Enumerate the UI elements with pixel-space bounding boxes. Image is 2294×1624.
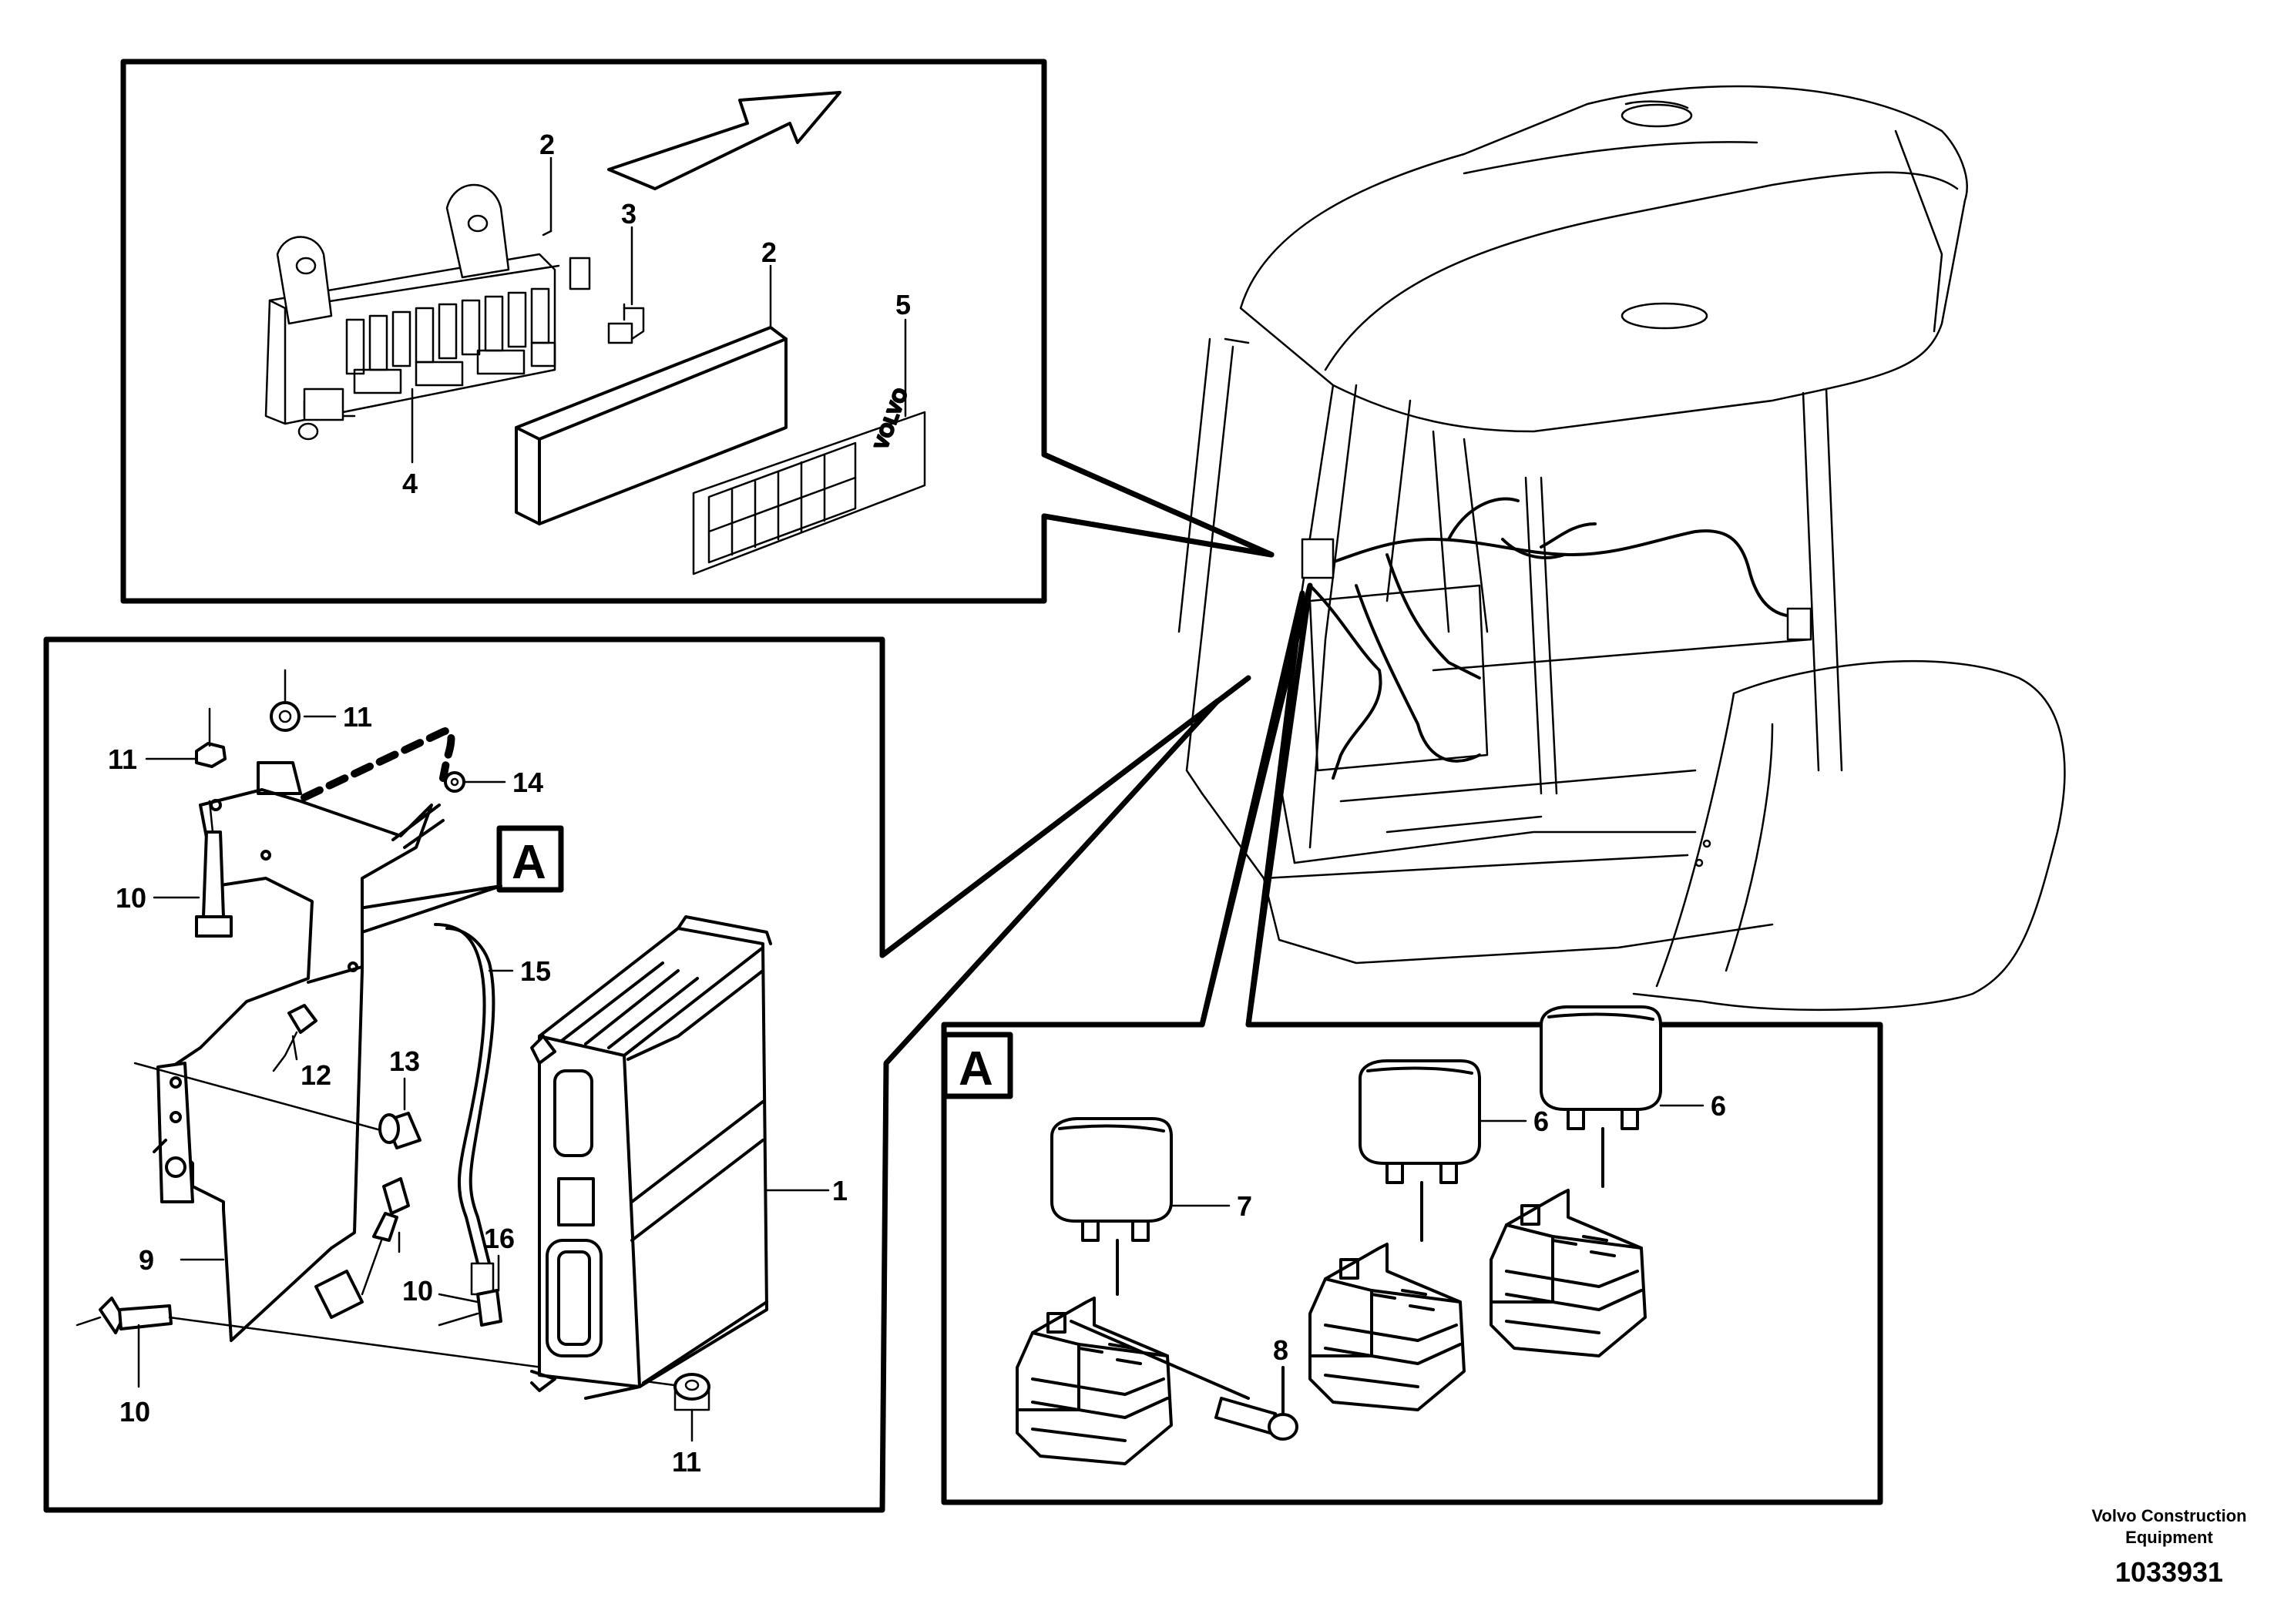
cab-illustration xyxy=(1177,85,2066,1012)
callout-11-top: 11 xyxy=(343,701,372,733)
callout-10-lower: 10 xyxy=(119,1396,150,1428)
bolt-8 xyxy=(1214,1366,1298,1441)
company-name-line1: Volvo Construction xyxy=(2091,1506,2246,1525)
callout-7-relay: 7 xyxy=(1237,1190,1252,1222)
relay-detail-panel: A xyxy=(941,582,1883,1505)
callout-10-middle: 10 xyxy=(402,1275,433,1307)
callout-1-ecu: 1 xyxy=(832,1175,848,1206)
callout-6-relay-middle: 6 xyxy=(1533,1106,1549,1137)
detail-label-a-box xyxy=(496,825,564,893)
fuse-box-detail-panel: VOLVO 2 3 2 5 4 xyxy=(120,59,1275,604)
company-name-line2: Equipment xyxy=(2125,1528,2213,1547)
callout-11-left: 11 xyxy=(108,743,137,775)
callout-16: 16 xyxy=(484,1223,515,1254)
direction-arrow-icon xyxy=(607,91,841,190)
fuse-box xyxy=(264,183,591,441)
callout-10-top: 10 xyxy=(116,882,146,914)
ecu-control-unit xyxy=(530,915,772,1400)
callout-6-relay-right: 6 xyxy=(1711,1090,1726,1122)
ecu-detail-panel: A xyxy=(43,636,1251,1513)
callout-3-fuse-puller: 3 xyxy=(621,198,636,230)
callout-11-bottom: 11 xyxy=(672,1446,701,1478)
callout-13-spacer: 13 xyxy=(389,1045,420,1077)
callout-5-decal: 5 xyxy=(895,289,911,320)
relay-6-middle xyxy=(1359,1059,1481,1242)
callout-4-fuse: 4 xyxy=(402,468,418,499)
callout-8-bolt: 8 xyxy=(1273,1334,1288,1366)
callout-2-fuse-box: 2 xyxy=(539,129,555,160)
callout-12-bolt: 12 xyxy=(301,1059,331,1091)
callout-15-harness: 15 xyxy=(520,955,551,987)
detail-label-a-box-right xyxy=(942,1032,1013,1099)
fuse-puller xyxy=(607,303,645,344)
callout-9-bracket: 9 xyxy=(139,1244,154,1276)
drawing-number: 1033931 xyxy=(2115,1556,2223,1588)
callout-14-ground-bolt: 14 xyxy=(512,767,543,798)
fuse-decal: VOLVO xyxy=(692,384,926,575)
detail-label-a-right: A xyxy=(959,1042,993,1096)
relay-6-right xyxy=(1540,1005,1662,1188)
relay-base-7 xyxy=(1016,1297,1250,1465)
relay-base-6-middle xyxy=(1308,1243,1466,1411)
mounting-bracket xyxy=(153,761,445,1342)
callout-2-cover: 2 xyxy=(761,237,777,268)
detail-label-a: A xyxy=(512,836,546,889)
footer: Volvo Construction Equipment 1033931 xyxy=(2091,1506,2246,1588)
relay-base-6-right xyxy=(1490,1189,1647,1357)
nut-icon xyxy=(270,701,301,732)
ground-strap xyxy=(301,726,455,801)
harness-cable xyxy=(434,923,486,1265)
fuse-box-cover xyxy=(515,326,788,525)
relay-7 xyxy=(1050,1117,1173,1296)
